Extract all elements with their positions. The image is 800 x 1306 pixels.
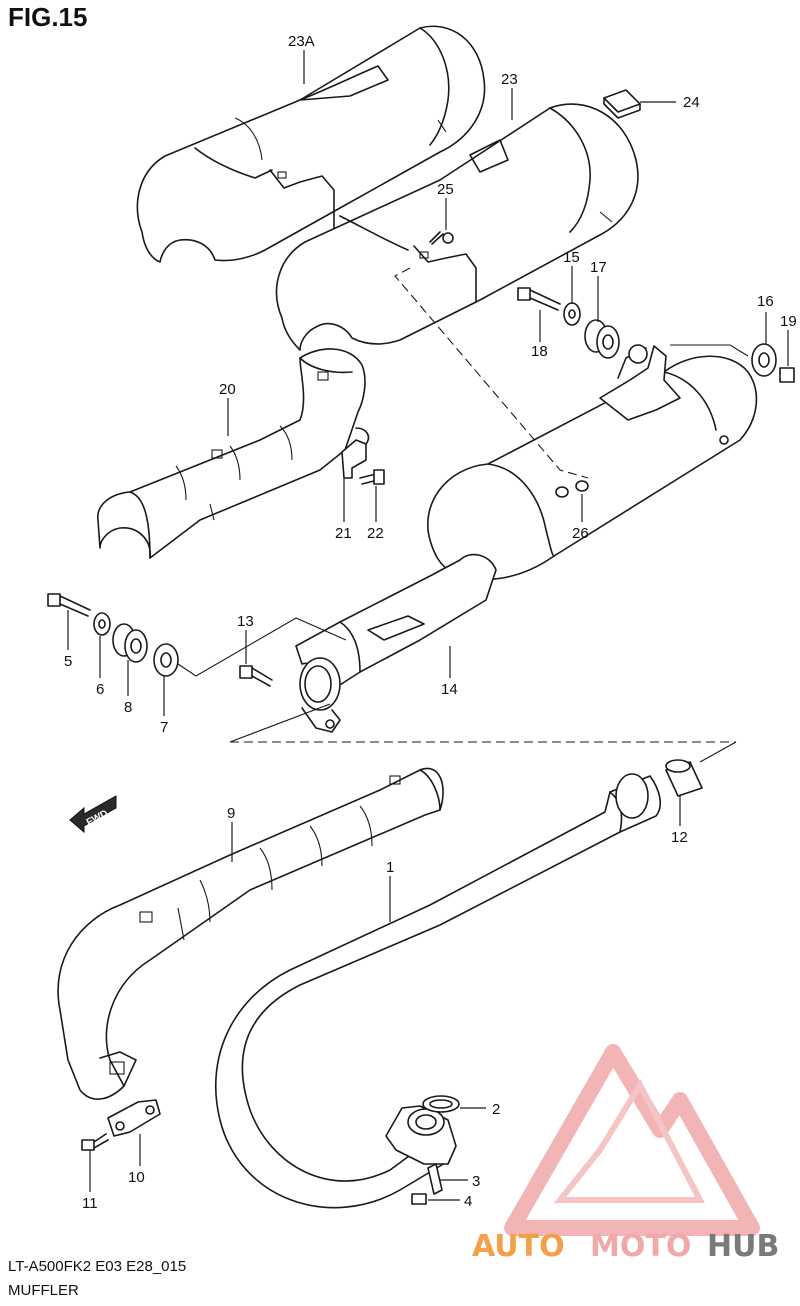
callout-2: 2 [492, 1101, 500, 1118]
callout-4: 4 [464, 1193, 472, 1210]
exhaust-pipe-1 [215, 773, 662, 1209]
callout-10: 10 [128, 1169, 145, 1186]
screw-25 [429, 231, 454, 245]
watermark-text-auto: AUTO [472, 1229, 565, 1264]
leader-lines [67, 50, 789, 1201]
callout-15: 15 [563, 249, 580, 266]
grommet-8 [112, 623, 148, 663]
bolt-22 [359, 469, 385, 485]
collar-7 [153, 643, 179, 677]
callout-23: 23 [501, 71, 518, 88]
bracket-10 [107, 1099, 161, 1137]
gasket-sleeve-12 [665, 759, 703, 797]
callout-23a: 23A [288, 33, 315, 50]
bracket-21 [341, 427, 370, 479]
collar-16 [751, 343, 777, 377]
callout-21: 21 [335, 525, 352, 542]
callout-3: 3 [472, 1173, 480, 1190]
callout-17: 17 [590, 259, 607, 276]
watermark-logo-icon [504, 1044, 760, 1236]
section-title-label: MUFFLER [8, 1282, 79, 1299]
fwd-arrow-icon [69, 795, 117, 834]
pipe-cover-9 [57, 767, 444, 1100]
heat-shield-23a [136, 25, 486, 263]
callout-18: 18 [531, 343, 548, 360]
bolt-11 [81, 1133, 109, 1151]
stud-bolt-3 [427, 1163, 443, 1195]
callout-26: 26 [572, 525, 589, 542]
callout-12: 12 [671, 829, 688, 846]
muffler-14 [295, 344, 758, 733]
callout-1: 1 [386, 859, 394, 876]
callout-20: 20 [219, 381, 236, 398]
callout-19: 19 [780, 313, 797, 330]
bolt-18 [517, 287, 561, 311]
callout-16: 16 [757, 293, 774, 310]
callout-5: 5 [64, 653, 72, 670]
callout-22: 22 [367, 525, 384, 542]
gasket-2 [422, 1095, 460, 1113]
bolt-5 [47, 593, 91, 617]
washer-6 [93, 612, 111, 636]
bolt-13 [239, 665, 273, 687]
watermark-text-moto: MOTO [590, 1229, 691, 1264]
washer-26 [555, 480, 589, 498]
callout-14: 14 [441, 681, 458, 698]
callout-25: 25 [437, 181, 454, 198]
callout-6: 6 [96, 681, 104, 698]
callout-24: 24 [683, 94, 700, 111]
callout-13: 13 [237, 613, 254, 630]
heat-shield-23 [275, 103, 639, 351]
callout-8: 8 [124, 699, 132, 716]
watermark-text-hub: HUB [707, 1229, 779, 1264]
washer-15 [563, 302, 581, 326]
figure-title: FIG.15 [8, 2, 88, 32]
pipe-cover-20 [97, 348, 366, 559]
nut-19 [779, 367, 795, 383]
callout-7: 7 [160, 719, 168, 736]
callout-11: 11 [82, 1195, 98, 1212]
clip-24 [603, 89, 641, 119]
nut-4 [411, 1193, 427, 1205]
model-code-label: LT-A500FK2 E03 E28_015 [8, 1258, 187, 1275]
callout-9: 9 [227, 805, 235, 822]
grommet-17 [584, 319, 620, 359]
